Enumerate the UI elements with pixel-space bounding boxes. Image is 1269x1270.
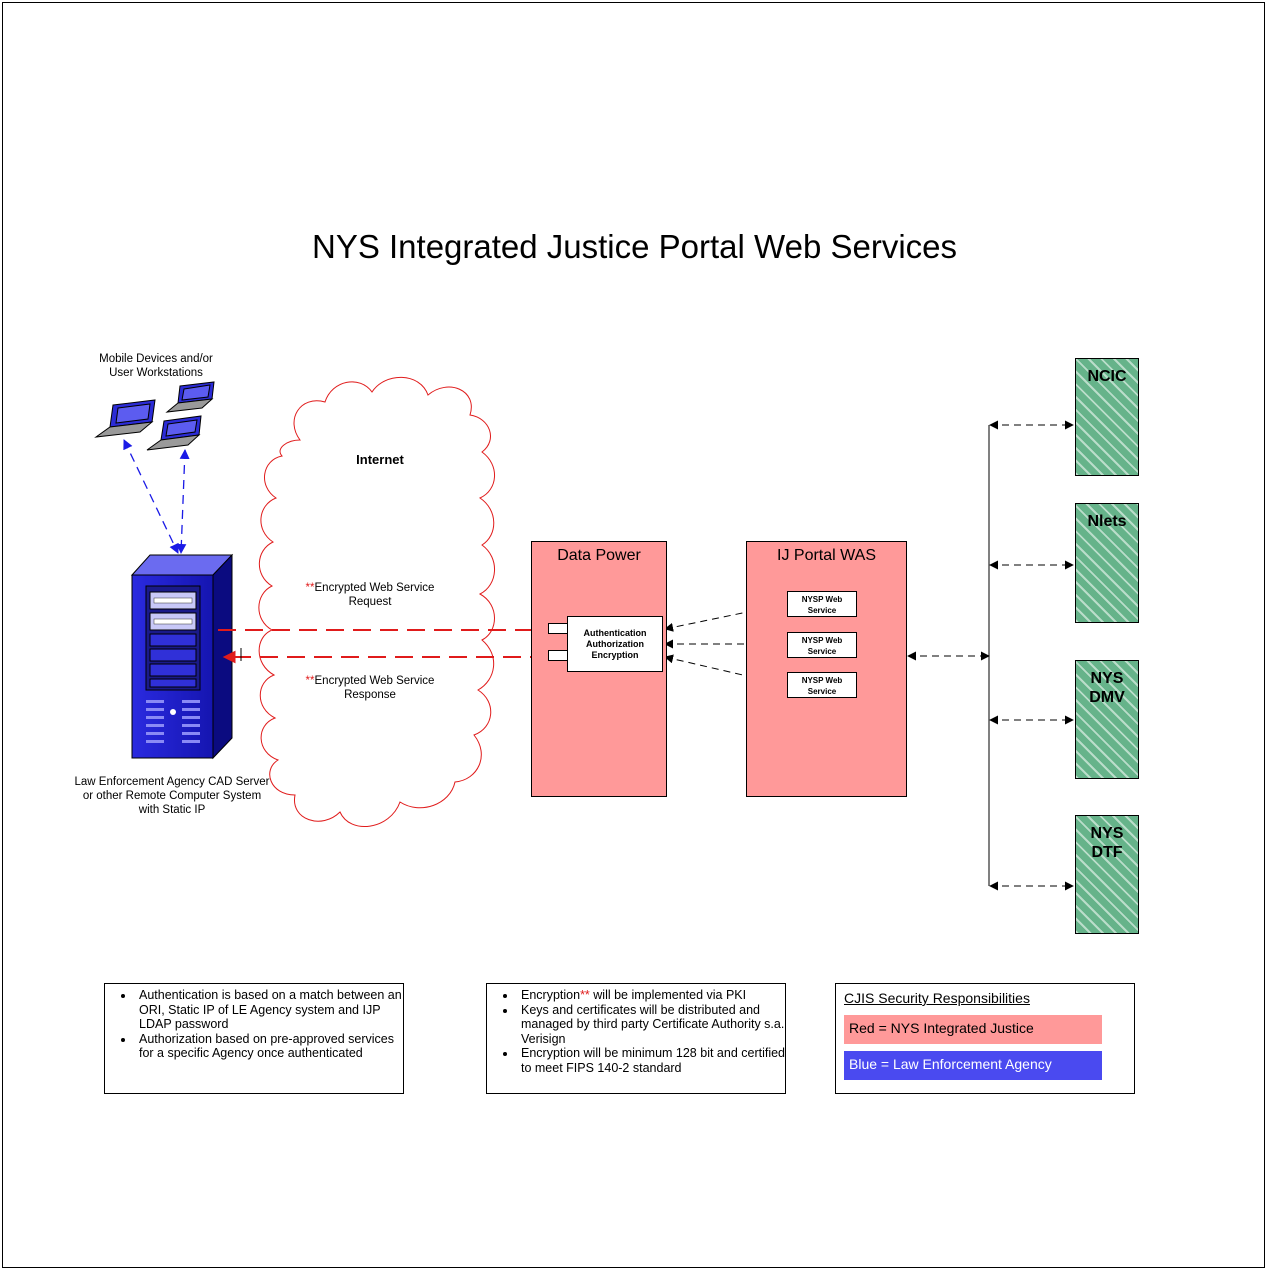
component-port [548,623,568,634]
enc-note-item: Encryption** will be implemented via PKI [517,988,785,1003]
legend-blue: Blue = Law Enforcement Agency [844,1051,1102,1080]
source-label: NYS DTF [1090,825,1124,861]
source-nys-dmv: NYS DMV [1075,660,1139,779]
encryption-notes-box: Encryption** will be implemented via PKI… [486,983,786,1094]
web-service-box: NYSP Web Service [787,632,857,658]
service-link-3 [664,654,787,688]
laptop-icon [146,415,202,451]
laptop-icon [165,381,215,413]
internet-label: Internet [356,452,404,467]
auth-component: Authentication Authorization Encryption [567,616,663,672]
response-text: Encrypted Web Service Response [314,675,435,701]
component-port [548,650,568,661]
source-label: NYS DMV [1089,670,1125,706]
server-tower-icon [130,553,234,760]
blue-arrow [123,439,179,554]
encryption-marker: ** [580,988,590,1002]
request-text: Encrypted Web Service Request [314,582,435,608]
legend-red: Red = NYS Integrated Justice [844,1015,1102,1044]
source-ncic: NCIC [1075,358,1139,476]
auth-note-item: Authorization based on pre-approved serv… [135,1032,403,1061]
web-service-label: NYSP Web Service [801,595,843,615]
source-nlets: Nlets [1075,503,1139,623]
enc-note-suffix: will be implemented via PKI [589,988,747,1002]
laptop-icon [94,399,156,438]
auth-notes-box: Authentication is based on a match betwe… [104,983,404,1094]
response-label: **Encrypted Web Service Response [290,674,450,702]
server-label: Law Enforcement Agency CAD Server or oth… [74,776,270,816]
diagram-title: NYS Integrated Justice Portal Web Servic… [311,228,957,265]
enc-note-prefix: Encryption [521,988,581,1002]
legend-box: CJIS Security Responsibilities Red = NYS… [835,983,1135,1094]
web-service-box: NYSP Web Service [787,672,857,698]
request-label: **Encrypted Web Service Request [290,581,450,609]
auth-note-item: Authentication is based on a match betwe… [135,988,403,1032]
encryption-marker: ** [305,675,315,687]
web-service-label: NYSP Web Service [801,676,843,696]
source-label: NCIC [1087,368,1127,385]
source-label: Nlets [1087,513,1127,530]
source-nys-dtf: NYS DTF [1075,815,1139,934]
internet-cloud [258,376,495,827]
blue-arrow [176,449,190,554]
enc-note-item: Keys and certificates will be distribute… [517,1003,785,1047]
web-service-label: NYSP Web Service [801,636,843,656]
legend-title: CJIS Security Responsibilities [844,990,1030,1006]
ij-portal-box: IJ Portal WAS [746,541,907,797]
encryption-marker: ** [305,582,315,594]
enc-note-item: Encryption will be minimum 128 bit and c… [517,1046,785,1075]
ij-portal-label: IJ Portal WAS [777,547,876,564]
data-power-label: Data Power [557,547,641,564]
auth-component-label: Authentication Authorization Encryption [583,628,647,660]
mobile-devices-label: Mobile Devices and/or User Workstations [99,353,213,379]
web-service-box: NYSP Web Service [787,591,857,617]
